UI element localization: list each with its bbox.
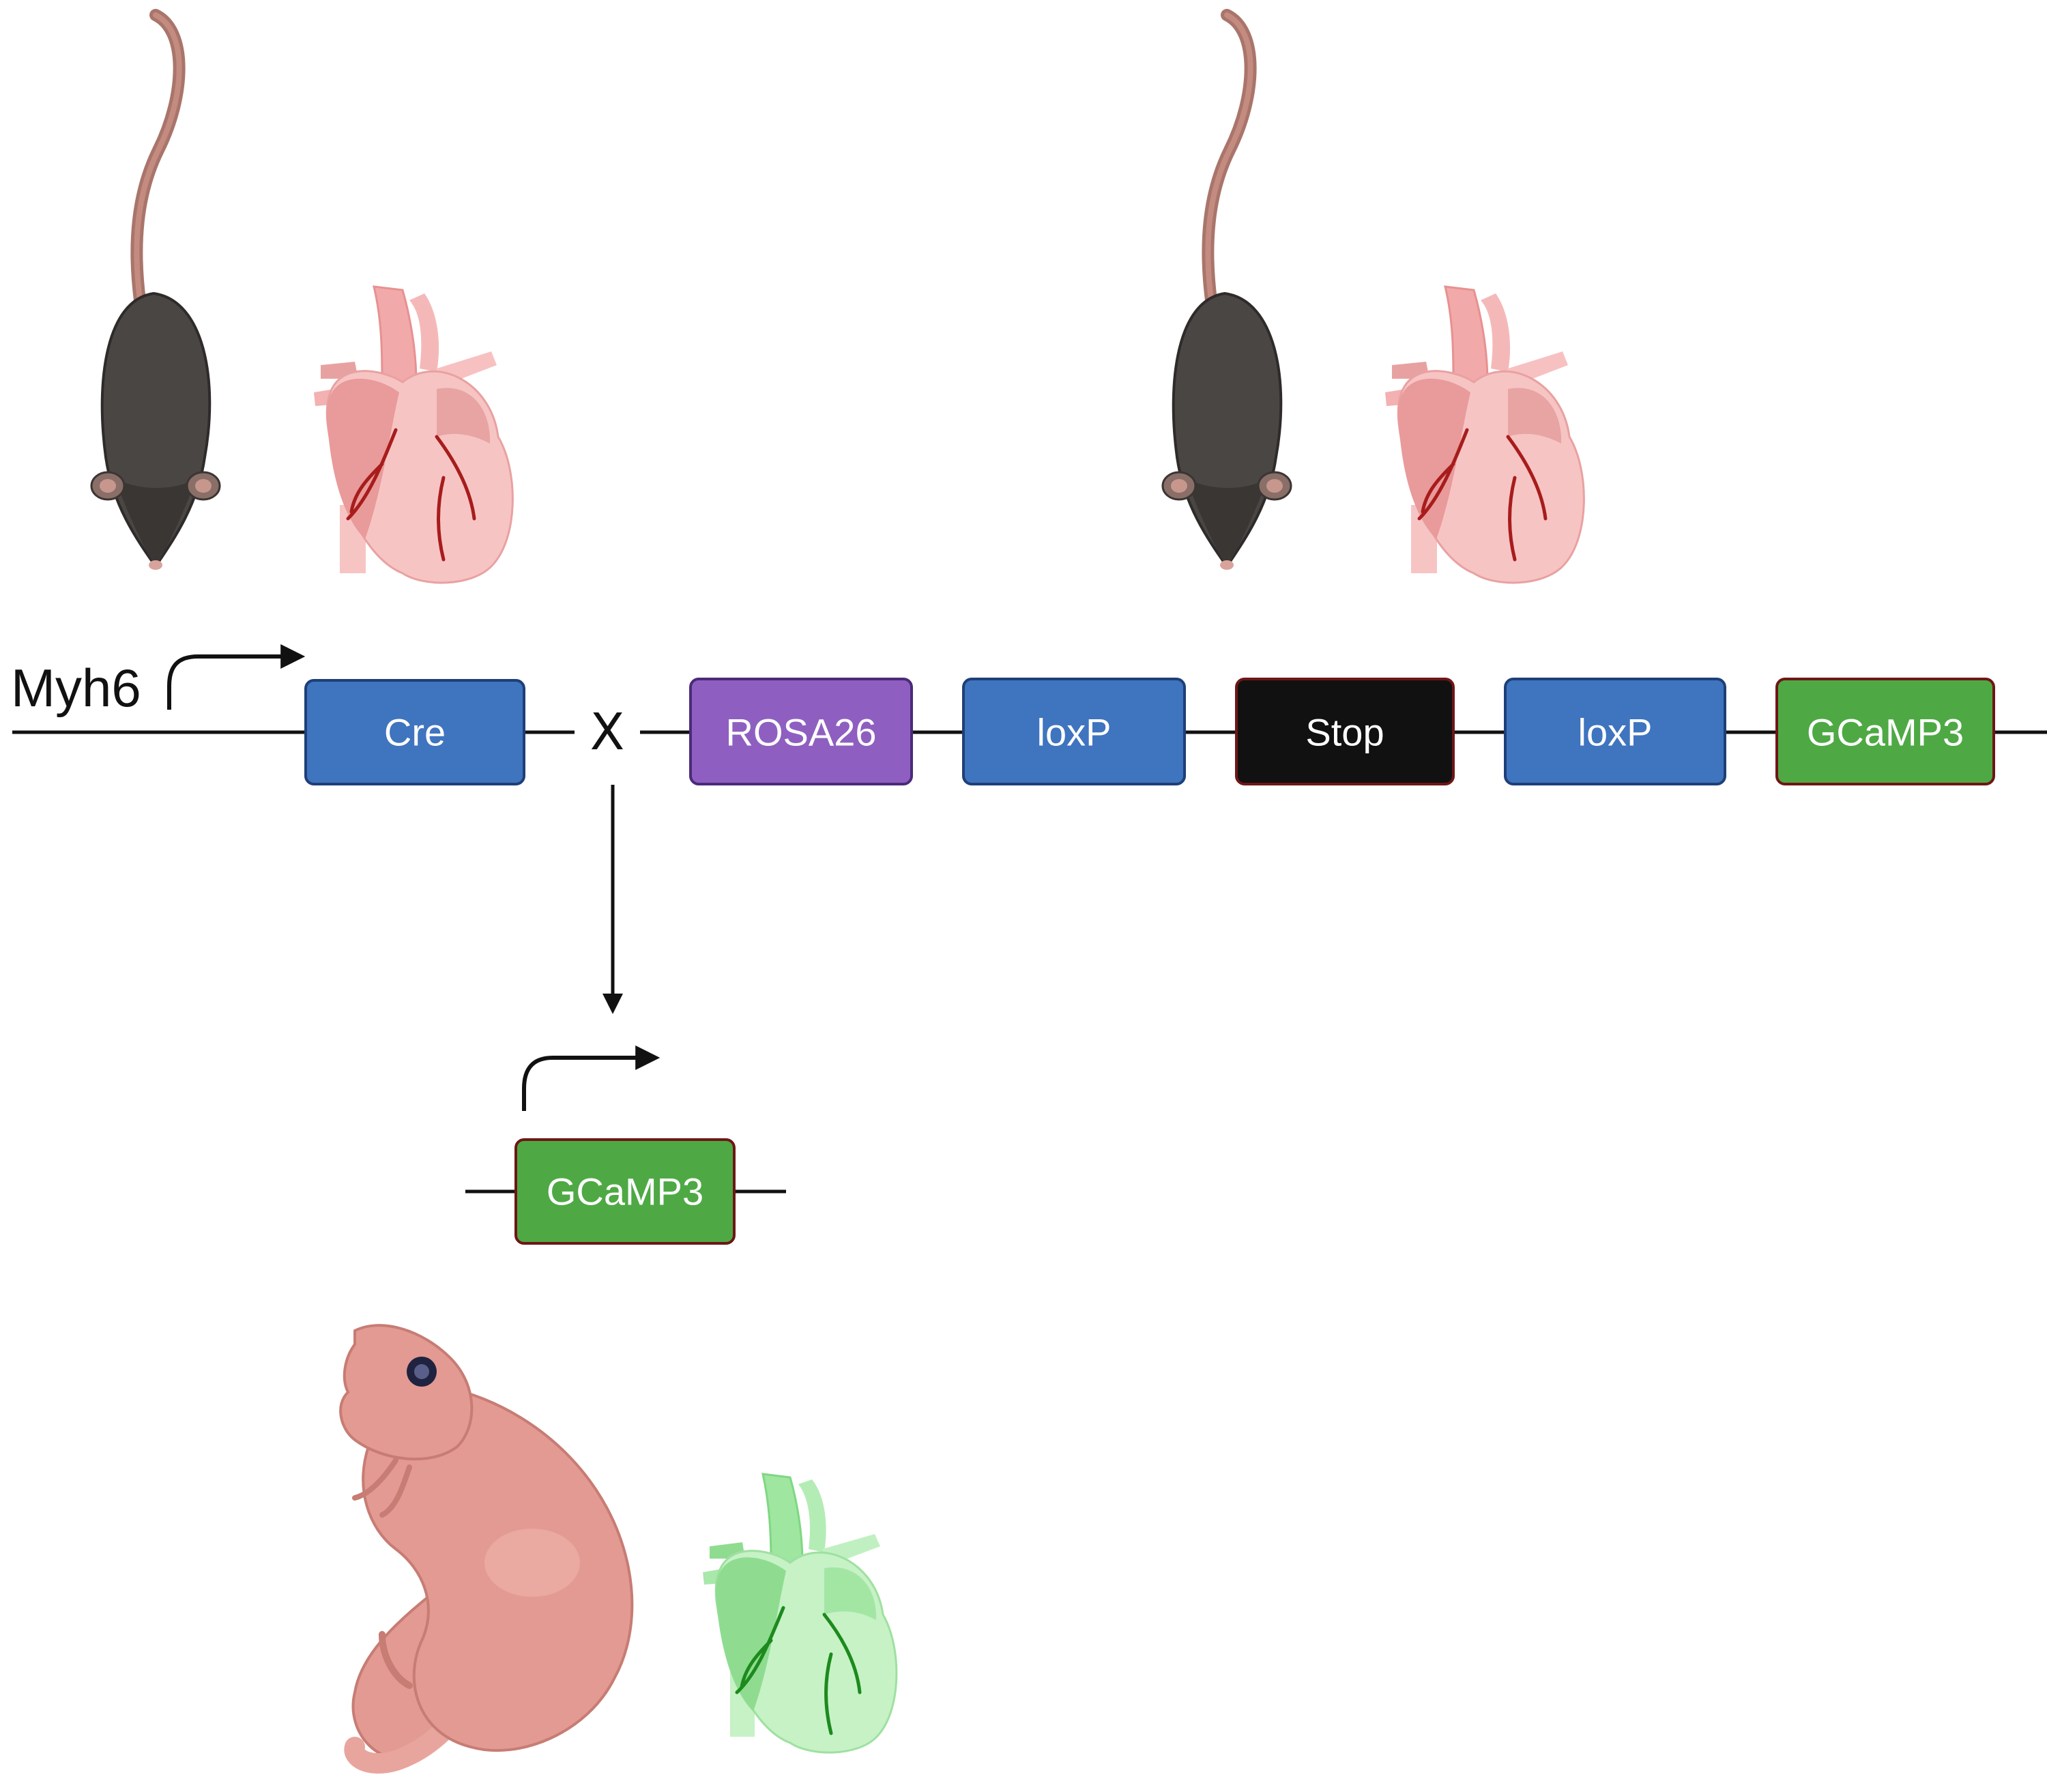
fluorescent-heart-icon xyxy=(703,1473,898,1754)
cre-label: Cre xyxy=(384,711,446,754)
loxp-box-1: loxP xyxy=(962,678,1186,785)
gcamp3-label-top: GCaMP3 xyxy=(1807,711,1964,754)
gcamp3-box-top: GCaMP3 xyxy=(1775,678,1995,785)
stop-label: Stop xyxy=(1305,711,1384,754)
mouse-icon xyxy=(1161,9,1292,570)
loxp-label-1: loxP xyxy=(1037,711,1112,754)
promoter-arrow-icon xyxy=(167,644,306,710)
stop-box: Stop xyxy=(1235,678,1455,785)
cross-symbol: X xyxy=(590,703,625,762)
offspring-promoter-arrow-icon xyxy=(522,1045,660,1111)
heart-icon xyxy=(314,285,514,584)
rosa26-label: ROSA26 xyxy=(726,711,877,754)
loxp-label-2: loxP xyxy=(1578,711,1653,754)
rosa26-box: ROSA26 xyxy=(689,678,913,785)
mouse-icon xyxy=(90,9,221,570)
cre-box: Cre xyxy=(304,679,525,785)
loxp-box-2: loxP xyxy=(1504,678,1726,785)
promoter-label: Myh6 xyxy=(11,658,141,718)
gcamp3-label-offspring: GCaMP3 xyxy=(547,1170,703,1213)
gcamp3-box-offspring: GCaMP3 xyxy=(514,1138,736,1245)
heart-icon xyxy=(1385,285,1585,584)
mouse-pup-icon xyxy=(339,1324,634,1774)
